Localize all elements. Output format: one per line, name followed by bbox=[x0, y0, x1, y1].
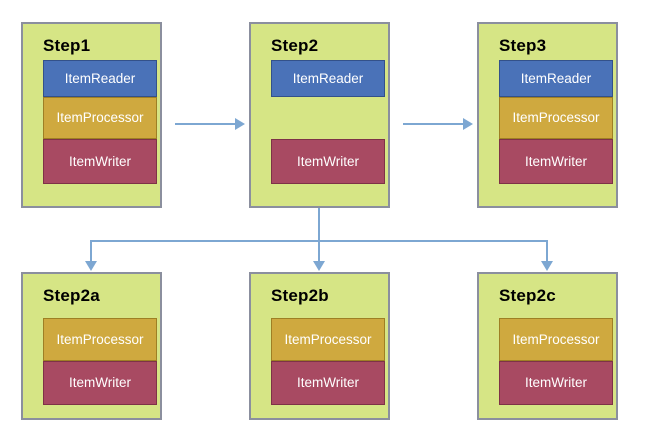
connector-step2-to-step2b-arrowhead-icon bbox=[313, 261, 325, 271]
step-box-step1[interactable]: Step1 ItemReader ItemProcessor ItemWrite… bbox=[21, 22, 162, 208]
connector-step1-to-step2-line bbox=[175, 123, 235, 125]
component-itemwriter-step2b[interactable]: ItemWriter bbox=[271, 361, 385, 405]
step-title-step2b: Step2b bbox=[271, 286, 329, 305]
connector-step2-to-step3-arrowhead-icon bbox=[463, 118, 473, 130]
connector-step2-to-step2a-line bbox=[90, 240, 92, 262]
step-box-step3[interactable]: Step3 ItemReader ItemProcessor ItemWrite… bbox=[477, 22, 618, 208]
connector-step2-to-step2c-arrowhead-icon bbox=[541, 261, 553, 271]
step-box-step2c[interactable]: Step2c ItemProcessor ItemWriter bbox=[477, 272, 618, 420]
component-itemreader-step3[interactable]: ItemReader bbox=[499, 60, 613, 97]
connector-step2-to-step2a-arrowhead-icon bbox=[85, 261, 97, 271]
component-itemprocessor-step3[interactable]: ItemProcessor bbox=[499, 97, 613, 139]
component-itemreader-step2[interactable]: ItemReader bbox=[271, 60, 385, 97]
component-itemprocessor-step1[interactable]: ItemProcessor bbox=[43, 97, 157, 139]
component-itemwriter-step2c[interactable]: ItemWriter bbox=[499, 361, 613, 405]
step-title-step3: Step3 bbox=[499, 36, 547, 55]
step-title-step2: Step2 bbox=[271, 36, 319, 55]
step-title-step2a: Step2a bbox=[43, 286, 100, 305]
component-itemreader-step1[interactable]: ItemReader bbox=[43, 60, 157, 97]
connector-step2-to-step2b-line bbox=[318, 240, 320, 262]
connector-step2-branch-stem bbox=[318, 208, 320, 241]
component-itemprocessor-step2b[interactable]: ItemProcessor bbox=[271, 318, 385, 361]
connector-step2-to-step2c-line bbox=[546, 240, 548, 262]
component-itemprocessor-step2a[interactable]: ItemProcessor bbox=[43, 318, 157, 361]
component-itemwriter-step1[interactable]: ItemWriter bbox=[43, 139, 157, 184]
component-itemwriter-step2[interactable]: ItemWriter bbox=[271, 139, 385, 184]
step-box-step2b[interactable]: Step2b ItemProcessor ItemWriter bbox=[249, 272, 390, 420]
connector-step2-to-step3-line bbox=[403, 123, 463, 125]
step-box-step2[interactable]: Step2 ItemReader ItemWriter bbox=[249, 22, 390, 208]
component-itemwriter-step3[interactable]: ItemWriter bbox=[499, 139, 613, 184]
step-title-step2c: Step2c bbox=[499, 286, 556, 305]
component-itemprocessor-step2c[interactable]: ItemProcessor bbox=[499, 318, 613, 361]
connector-step1-to-step2-arrowhead-icon bbox=[235, 118, 245, 130]
step-box-step2a[interactable]: Step2a ItemProcessor ItemWriter bbox=[21, 272, 162, 420]
component-itemwriter-step2a[interactable]: ItemWriter bbox=[43, 361, 157, 405]
step-title-step1: Step1 bbox=[43, 36, 91, 55]
